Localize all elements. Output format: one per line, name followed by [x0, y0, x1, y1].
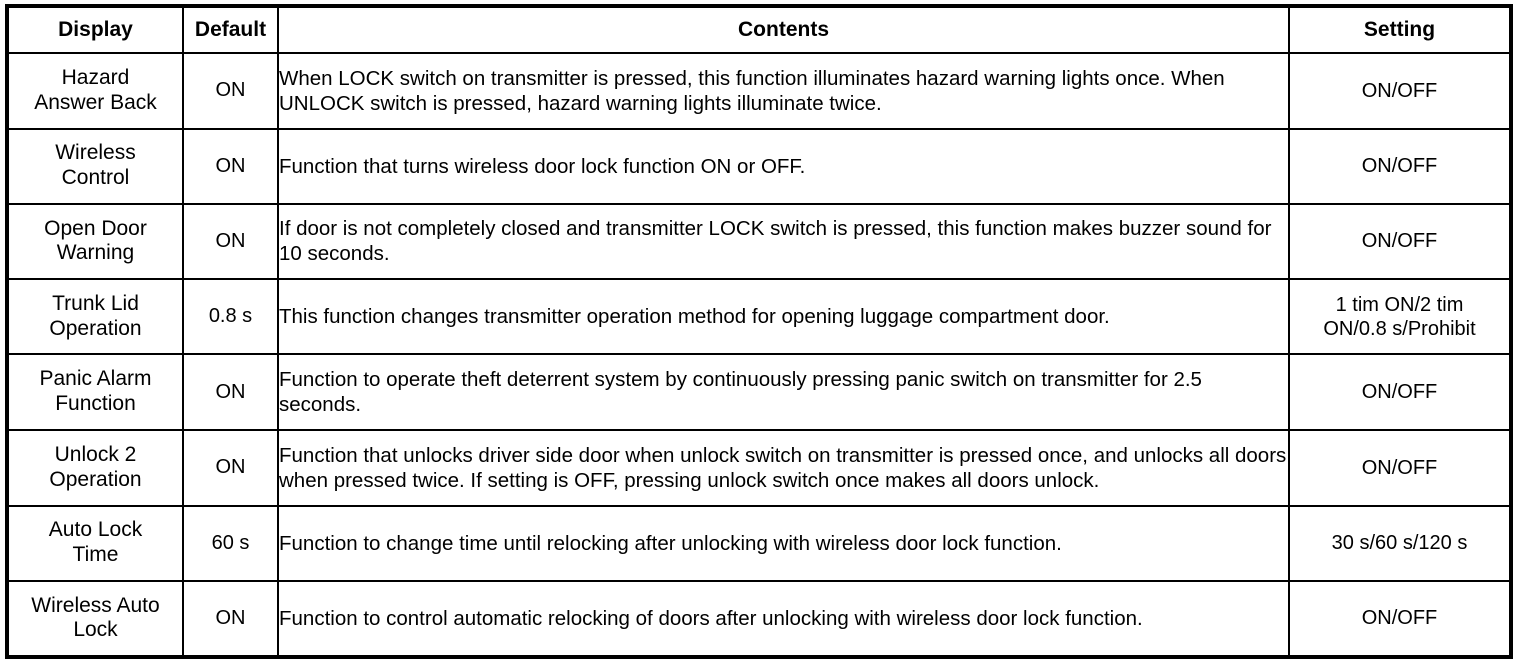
cell-display: Wireless Auto Lock [6, 579, 184, 659]
table-header-row: Display Default Contents Setting [6, 5, 1512, 54]
cell-default: ON [182, 52, 279, 130]
cell-contents: Function to control automatic relocking … [277, 579, 1290, 659]
cell-setting: ON/OFF [1288, 127, 1512, 205]
cell-contents: When LOCK switch on transmitter is press… [277, 52, 1290, 130]
cell-setting: ON/OFF [1288, 52, 1512, 130]
cell-default: ON [182, 579, 279, 659]
cell-display: Auto Lock Time [6, 504, 184, 582]
cell-display: Trunk Lid Operation [6, 278, 184, 356]
wireless-door-lock-settings-table: Display Default Contents Setting Hazard … [5, 4, 1513, 659]
cell-setting: ON/OFF [1288, 202, 1512, 281]
cell-default: ON [182, 428, 279, 507]
table-row: Trunk Lid Operation 0.8 s This function … [6, 278, 1512, 356]
cell-contents: Function that turns wireless door lock f… [277, 127, 1290, 205]
cell-display: Panic Alarm Function [6, 353, 184, 431]
column-header-setting: Setting [1288, 5, 1512, 54]
cell-default: ON [182, 127, 279, 205]
table-row: Unlock 2 Operation ON Function that unlo… [6, 428, 1512, 507]
column-header-default: Default [182, 5, 279, 54]
column-header-display: Display [6, 5, 184, 54]
cell-default: 0.8 s [182, 278, 279, 356]
cell-default: ON [182, 202, 279, 281]
cell-setting: ON/OFF [1288, 579, 1512, 659]
table-header: Display Default Contents Setting [6, 5, 1512, 54]
cell-display: Unlock 2 Operation [6, 428, 184, 507]
cell-contents: This function changes transmitter operat… [277, 278, 1290, 356]
column-header-contents: Contents [277, 5, 1290, 54]
table-row: Wireless Auto Lock ON Function to contro… [6, 579, 1512, 659]
cell-display: Hazard Answer Back [6, 52, 184, 130]
table-body: Hazard Answer Back ON When LOCK switch o… [6, 52, 1512, 659]
cell-setting: 1 tim ON/2 tim ON/0.8 s/Prohibit [1288, 278, 1512, 356]
cell-default: 60 s [182, 504, 279, 582]
table-row: Hazard Answer Back ON When LOCK switch o… [6, 52, 1512, 130]
cell-contents: Function to change time until relocking … [277, 504, 1290, 582]
cell-contents: Function that unlocks driver side door w… [277, 428, 1290, 507]
cell-display: Wireless Control [6, 127, 184, 205]
cell-setting: ON/OFF [1288, 428, 1512, 507]
cell-contents: If door is not completely closed and tra… [277, 202, 1290, 281]
cell-setting: 30 s/60 s/120 s [1288, 504, 1512, 582]
cell-default: ON [182, 353, 279, 431]
table-row: Wireless Control ON Function that turns … [6, 127, 1512, 205]
cell-display: Open Door Warning [6, 202, 184, 281]
cell-contents: Function to operate theft deterrent syst… [277, 353, 1290, 431]
table-row: Panic Alarm Function ON Function to oper… [6, 353, 1512, 431]
cell-setting: ON/OFF [1288, 353, 1512, 431]
table-row: Open Door Warning ON If door is not comp… [6, 202, 1512, 281]
table-row: Auto Lock Time 60 s Function to change t… [6, 504, 1512, 582]
